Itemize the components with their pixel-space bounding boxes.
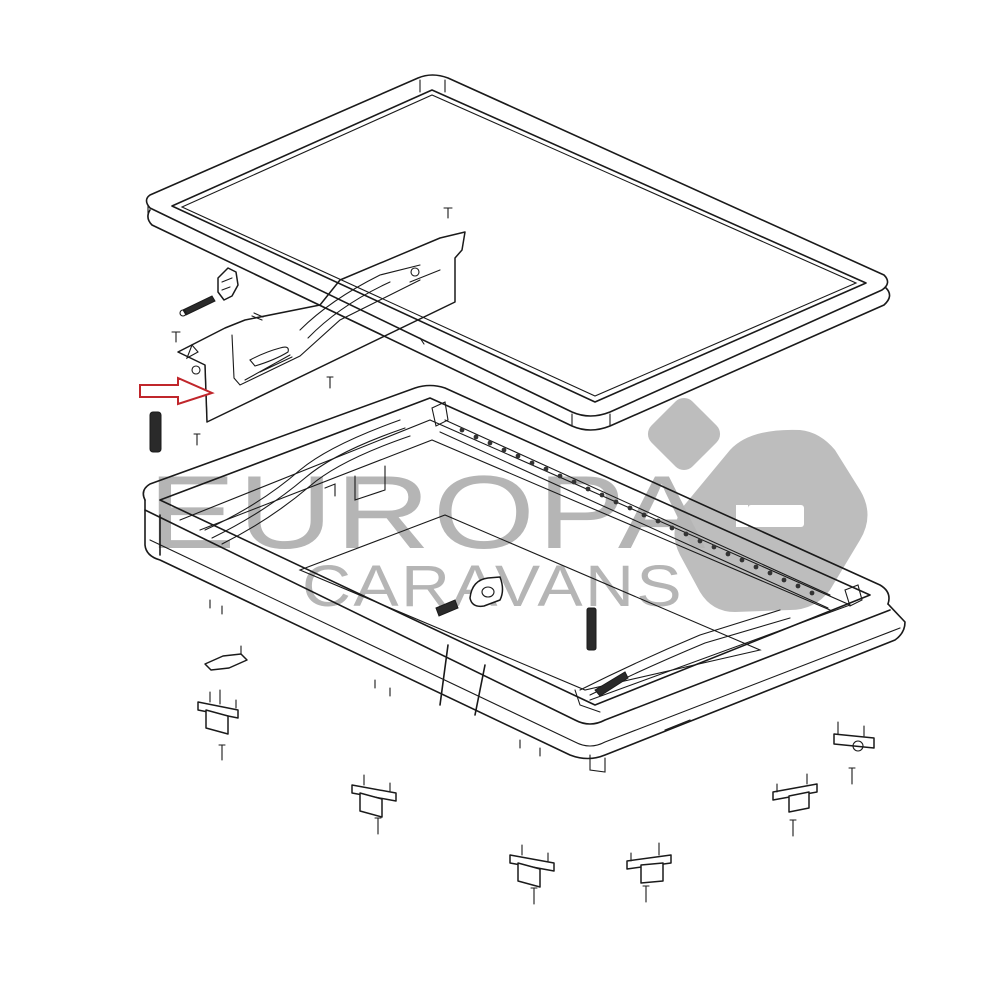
watermark: EUROPA CARAVANS	[148, 397, 868, 619]
screw	[848, 767, 856, 785]
screw	[530, 887, 538, 905]
mounting-clip[interactable]	[509, 844, 555, 888]
screw	[443, 207, 453, 219]
mounting-clip[interactable]	[197, 689, 239, 735]
compression-spring-left[interactable]	[149, 411, 162, 453]
mounting-clip[interactable]	[204, 645, 248, 671]
lower-base-frame[interactable]	[142, 384, 906, 773]
watermark-text-europa: EUROPA	[148, 455, 708, 571]
mounting-clip[interactable]	[772, 773, 818, 813]
tension-spring[interactable]	[179, 295, 216, 317]
screw	[419, 337, 425, 345]
compression-spring-center[interactable]	[435, 599, 459, 617]
latch-catch[interactable]	[217, 267, 239, 301]
screw	[171, 331, 181, 343]
screw	[218, 744, 226, 761]
center-knob[interactable]	[469, 576, 504, 608]
upper-seal-frame[interactable]	[145, 74, 891, 431]
screw	[642, 885, 650, 903]
hinge-side-cover-panel[interactable]	[177, 231, 466, 423]
mounting-clip[interactable]	[626, 842, 672, 884]
highlight-arrow-icon	[139, 376, 215, 406]
screw	[326, 376, 334, 389]
gear-rack	[459, 427, 815, 596]
screw	[789, 819, 797, 837]
small-pin	[251, 312, 264, 321]
compression-spring-right[interactable]	[586, 607, 597, 651]
screw	[193, 433, 201, 446]
screw	[374, 817, 382, 835]
mounting-clip[interactable]	[351, 774, 397, 818]
watermark-logo-icon	[647, 397, 868, 612]
mounting-clip[interactable]	[833, 721, 875, 752]
